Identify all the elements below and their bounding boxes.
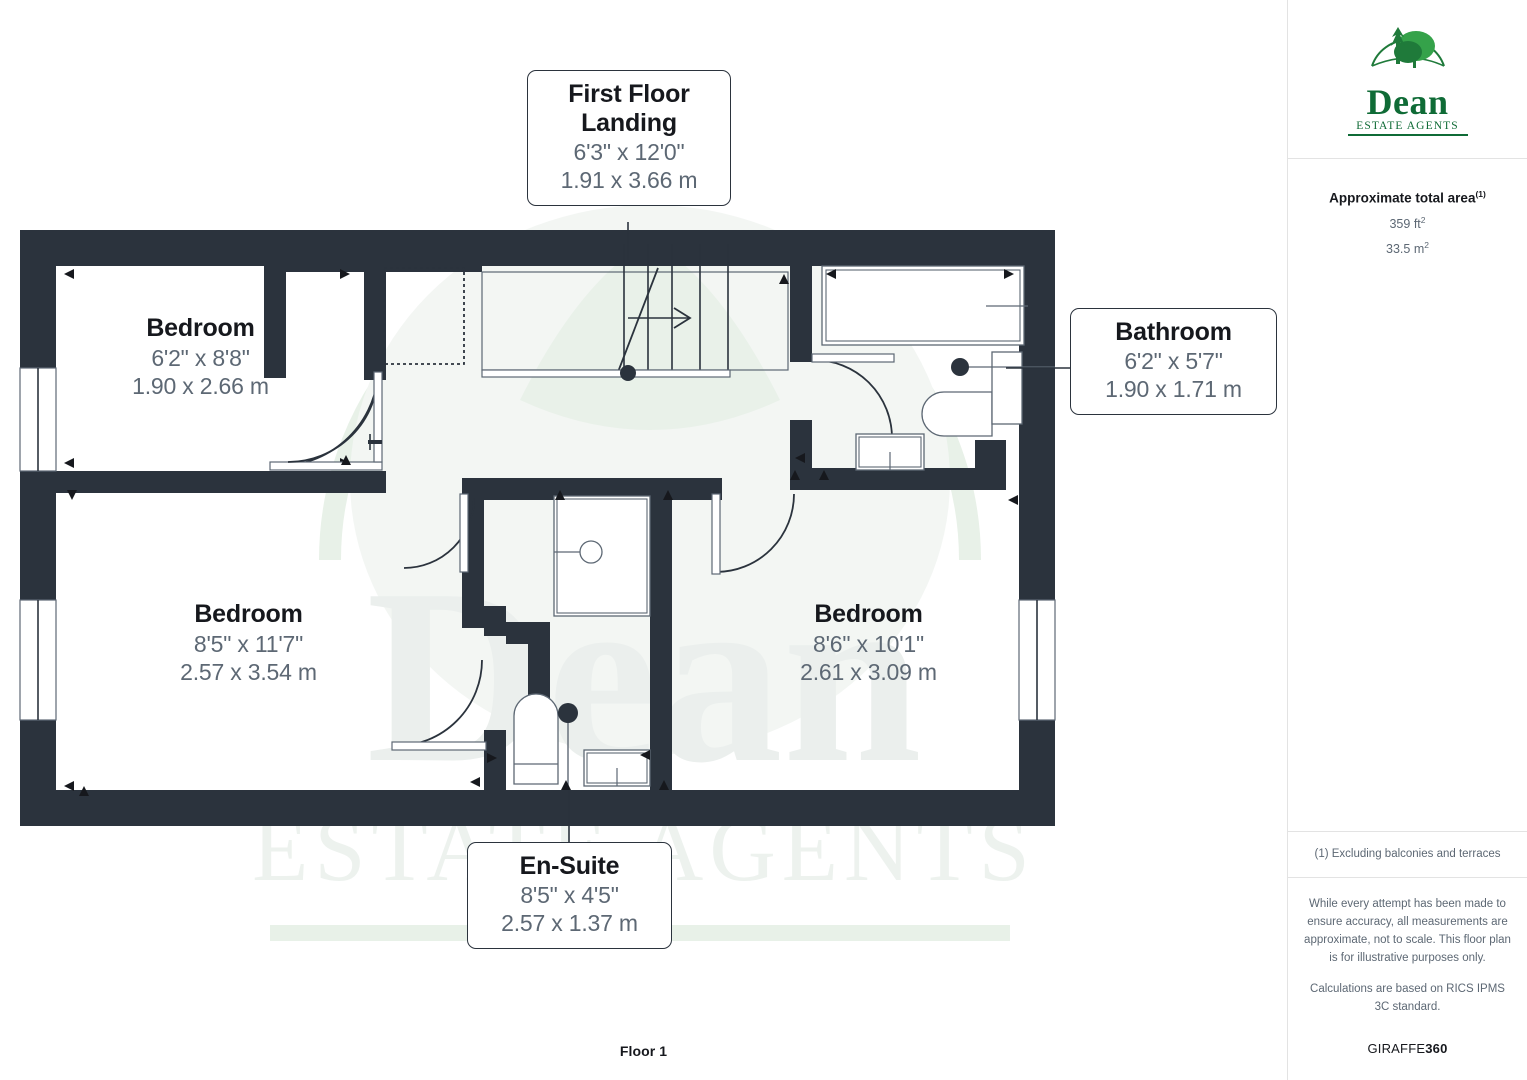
room-dimensions-metric: 1.90 x 1.71 m [1105, 376, 1242, 403]
bathroom-fixtures [811, 265, 1055, 471]
giraffe360-brand: GIRAFFE360 [1288, 1027, 1527, 1080]
stair-newel-dot [620, 365, 636, 381]
room-dimensions-imperial: 6'3" x 12'0" [573, 139, 685, 165]
floorplan-canvas: Dean ESTATE AGENTS [19, 0, 1288, 1080]
window-openings [19, 367, 1056, 721]
room-dimensions-imperial: 8'5" x 11'7" [193, 630, 304, 657]
room-name: Bathroom [1115, 318, 1232, 346]
room-dimensions-metric: 1.90 x 2.66 m [132, 373, 269, 400]
room-name: Bedroom [146, 314, 255, 342]
room-dimensions-imperial: 8'5" x 4'5" [520, 882, 619, 908]
disclaimer-standard: Calculations are based on RICS IPMS 3C s… [1310, 983, 1505, 1014]
toilet-bathroom-icon [921, 351, 1055, 437]
room-label-bedroom-bottom-left: Bedroom 8'5" x 11'7" 2.57 x 3.54 m [116, 600, 381, 687]
disclaimer-block: While every attempt has been made to ens… [1288, 878, 1527, 1027]
sqm-exponent: 2 [1424, 239, 1429, 250]
total-area-sqft-value: 359 ft [1389, 216, 1421, 231]
cupboard-outline [383, 267, 465, 365]
room-callout-en-suite: En-Suite 8'5" x 4'5" 2.57 x 1.37 m [467, 842, 672, 950]
room-dimensions-metric: 2.61 x 3.09 m [800, 659, 937, 686]
ensuite-fixtures [391, 490, 673, 790]
dimension-markers [64, 490, 1018, 796]
sqft-exponent: 2 [1420, 214, 1426, 225]
footnote-text: (1) Excluding balconies and terraces [1314, 847, 1501, 860]
room-callout-bathroom: Bathroom 6'2" x 5'7" 1.90 x 1.71 m [1070, 308, 1277, 416]
room-label-bedroom-bottom-right: Bedroom 8'6" x 10'1" 2.61 x 3.09 m [736, 600, 1001, 687]
room-dimensions-metric: 2.57 x 3.54 m [180, 659, 317, 686]
room-dimensions-metric: 2.57 x 1.37 m [501, 910, 638, 937]
room-name: First Floor Landing [568, 80, 690, 137]
room-dimensions-imperial: 6'2" x 8'8" [151, 344, 250, 371]
total-area-title: Approximate total area(1) [1300, 189, 1515, 206]
total-area-sqm-value: 33.5 m [1386, 241, 1425, 256]
room-name: Bedroom [814, 600, 923, 628]
total-area-sqm: 33.5 m2 [1300, 240, 1515, 256]
disclaimer-accuracy: While every attempt has been made to ens… [1304, 898, 1511, 964]
divider [1288, 158, 1527, 159]
sink-ensuite-icon [583, 749, 651, 787]
tree-logo-icon [1370, 26, 1445, 68]
room-dimensions-imperial: 8'6" x 10'1" [813, 630, 924, 657]
toilet-ensuite-icon [513, 693, 578, 786]
room-callout-first-floor-landing: First Floor Landing 6'3" x 12'0" 1.91 x … [527, 70, 731, 207]
logo-tagline: ESTATE AGENTS [1347, 120, 1468, 137]
floor-label: Floor 1 [619, 1043, 668, 1059]
room-dimensions-imperial: 6'2" x 5'7" [1124, 348, 1223, 374]
landing-details [287, 244, 829, 575]
footnote-marker: (1) [1475, 189, 1486, 199]
shower-icon [553, 490, 673, 617]
divider [1288, 877, 1527, 879]
sink-bathroom-icon [855, 433, 925, 471]
sidebar-spacer [1288, 256, 1527, 831]
room-dimensions-metric: 1.91 x 3.66 m [560, 167, 698, 194]
info-sidebar: Dean ESTATE AGENTS Approximate total are… [1288, 0, 1527, 1080]
callout-leaders [568, 222, 1070, 842]
total-area-label: Approximate total area [1329, 190, 1476, 206]
room-name: En-Suite [519, 852, 620, 880]
logo-wordmark: Dean [1366, 81, 1449, 122]
staircase [481, 244, 731, 381]
brand-bold-text: 360 [1425, 1041, 1448, 1056]
room-name: Bedroom [194, 600, 303, 628]
brand-logo: Dean ESTATE AGENTS [1288, 0, 1527, 158]
brand-light-text: GIRAFFE [1367, 1041, 1426, 1056]
total-area-sqft: 359 ft2 [1300, 215, 1515, 231]
total-area-block: Approximate total area(1) 359 ft2 33.5 m… [1288, 159, 1527, 256]
divider [1288, 830, 1527, 832]
room-label-bedroom-top-left: Bedroom 6'2" x 8'8" 1.90 x 2.66 m [68, 314, 333, 401]
